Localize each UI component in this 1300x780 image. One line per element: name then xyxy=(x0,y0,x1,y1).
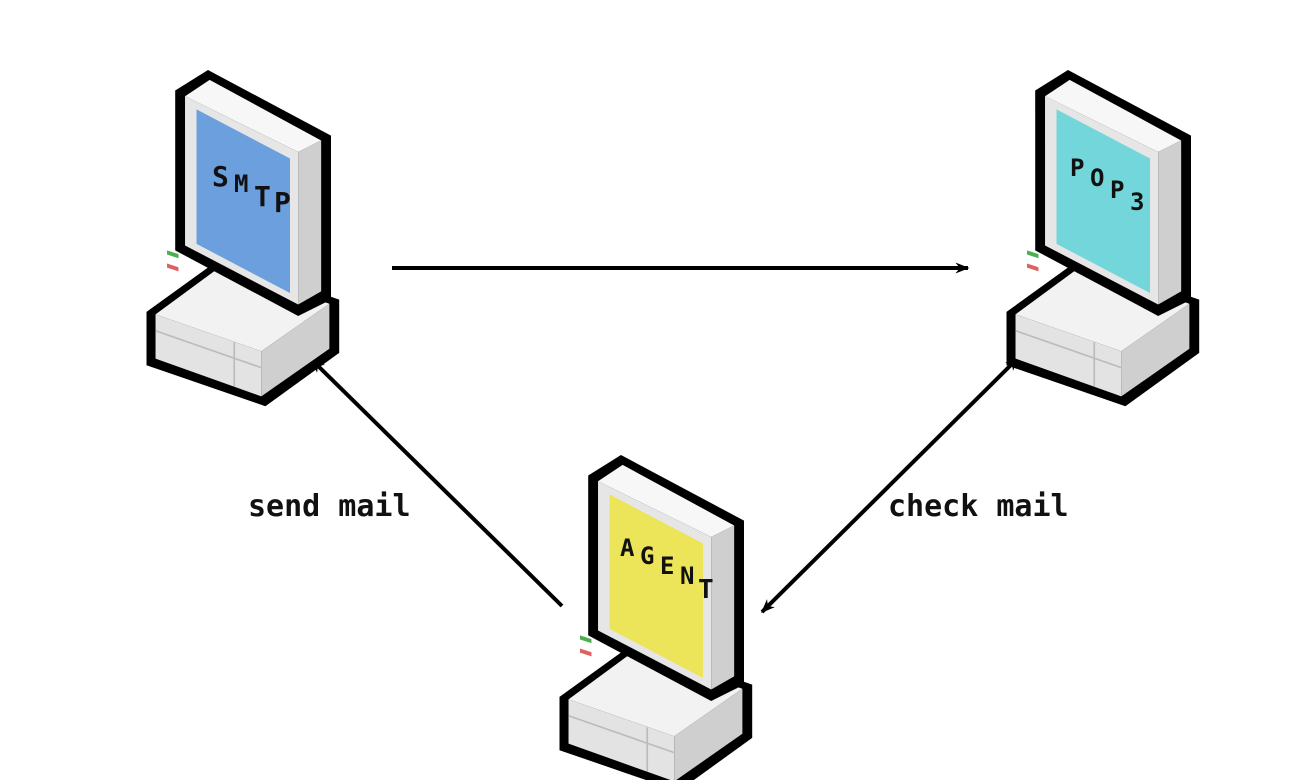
smtp-letter: T xyxy=(254,180,271,213)
check-mail-label: check mail xyxy=(888,489,1069,524)
smtp-computer xyxy=(145,69,341,408)
edges xyxy=(310,262,1020,614)
pop3-screen-label: P O P 3 xyxy=(1070,154,1144,216)
smtp-screen-label: S M T P xyxy=(212,160,291,219)
smtp-letter: M xyxy=(234,170,248,198)
pop3-screen xyxy=(1056,109,1150,294)
pop3-computer xyxy=(1005,69,1201,408)
agent-computer xyxy=(558,454,754,780)
agent-letter: N xyxy=(680,562,694,590)
pop3-letter: O xyxy=(1090,164,1104,192)
pop3-letter: 3 xyxy=(1130,188,1144,216)
smtp-letter: P xyxy=(274,186,291,219)
pop3-letter: P xyxy=(1070,154,1084,182)
pop3-letter: P xyxy=(1110,176,1124,204)
edge-agent-to-smtp xyxy=(310,358,564,608)
smtp-letter: S xyxy=(212,160,229,193)
agent-letter: E xyxy=(660,552,674,580)
agent-letter: A xyxy=(620,534,635,562)
agent-screen xyxy=(609,494,703,679)
smtp-screen xyxy=(196,109,290,294)
agent-letter: G xyxy=(640,542,654,570)
send-mail-label: send mail xyxy=(248,489,411,524)
agent-screen-label: A G E N T xyxy=(620,534,714,605)
agent-letter: T xyxy=(698,575,714,605)
edge-agent-pop3-bidirectional xyxy=(760,356,1020,614)
